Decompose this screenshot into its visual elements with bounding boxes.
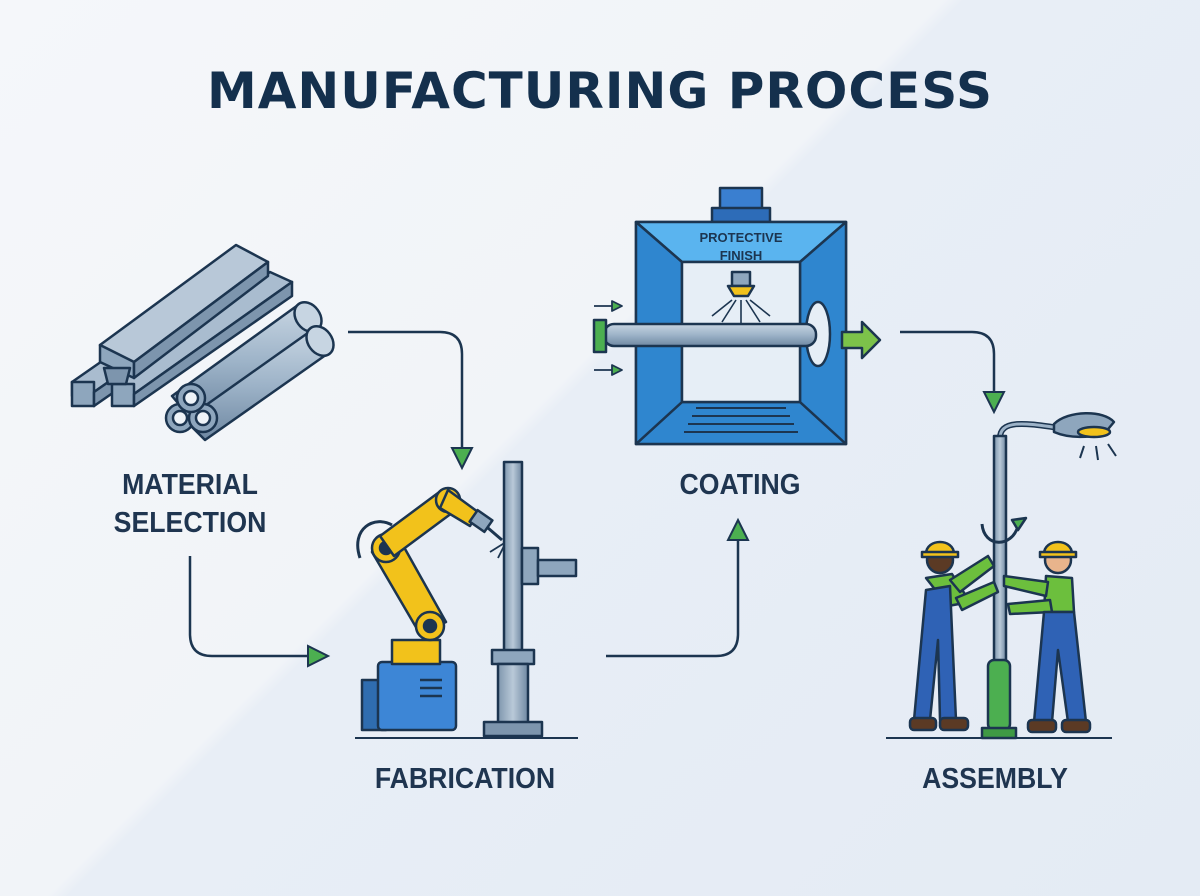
booth-sign-line2: FINISH <box>720 248 763 263</box>
spray-coating-booth-icon: PROTECTIVE FINISH <box>592 186 882 446</box>
step-label-material-selection: MATERIAL SELECTION <box>107 466 273 542</box>
robotic-welding-arm-icon <box>355 460 578 739</box>
booth-sign-line1: PROTECTIVE <box>699 230 782 245</box>
arrowhead-up-coating <box>726 517 750 541</box>
step-label-assembly: ASSEMBLY <box>922 763 1068 795</box>
arrow-to-assembly <box>900 330 996 396</box>
arrowhead-right-fabrication <box>307 644 331 668</box>
steel-beams-and-pipes-icon <box>70 243 335 442</box>
page-title: MANUFACTURING PROCESS <box>206 62 994 120</box>
arrowhead-down-assembly <box>982 391 1006 415</box>
arrow-to-coating <box>606 538 740 658</box>
step-label-fabrication: FABRICATION <box>374 763 556 795</box>
flow-arrowheads <box>307 391 1006 668</box>
arrow-to-fabrication-top <box>348 330 464 448</box>
step-label-line: SELECTION <box>113 507 267 539</box>
step-label-line: MATERIAL <box>122 469 258 501</box>
workers-installing-street-light-icon <box>886 412 1117 740</box>
arrow-to-fabrication-side <box>188 556 308 658</box>
arrowhead-down-fabrication <box>450 447 474 471</box>
flow-arrows <box>188 330 996 658</box>
step-label-coating: COATING <box>679 469 801 501</box>
